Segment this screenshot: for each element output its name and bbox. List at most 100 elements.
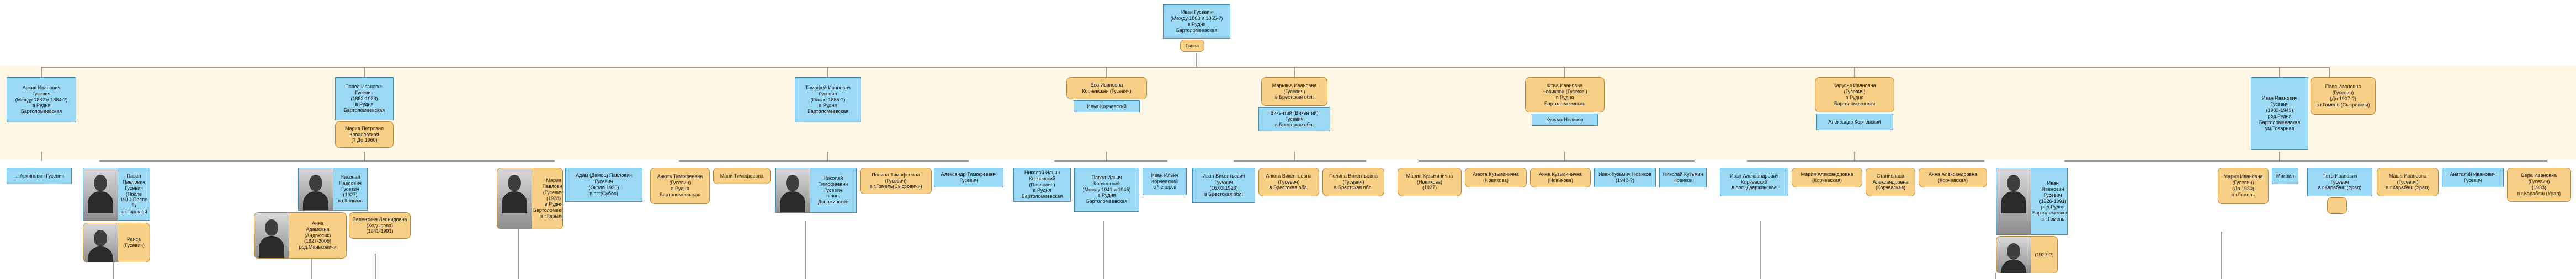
person-label: Николай Кузьмич Новиков [1663,171,1703,183]
person-card[interactable]: Николай Кузьмич Новиков [1659,168,1707,187]
person-card[interactable]: Тимофей Иванович Гусевич (После 1885-?) … [795,77,861,122]
person-card[interactable]: Адам (Дамоц) Павлович Гусевич (Около 193… [565,168,642,202]
spouse-card[interactable]: Кузьма Новиков [1532,114,1598,126]
person-card-root[interactable]: Иван Гусевич (Между 1863 и 1865-?) в Руд… [1163,4,1230,39]
person-card[interactable]: Полина Викентьевна (Гусевич) в Брестская… [1322,168,1384,196]
person-label: Иван Иванович Гусевич (1903-1943) род.Ру… [2259,95,2301,131]
person-label: Полина Тимофеевна (Гусевич) в г.Гомель(С… [869,171,922,190]
person-label: Илья Корчевский [1087,103,1127,109]
person-label: Иван Александрович Корчевский в пос. Дзе… [1729,173,1779,191]
person-label: Тимофей Иванович Гусевич (После 1885-?) … [805,84,851,115]
person-card[interactable]: Михаил [2272,168,2298,184]
person-card[interactable]: Полина Тимофеевна (Гусевич) в г.Гомель(С… [860,168,932,194]
person-card[interactable]: Станислава Александровна (Корчевская) [1866,168,1915,196]
person-card[interactable] [2327,197,2347,214]
portrait-photo [497,168,532,229]
person-card[interactable]: Мария Кузьминична (Новикова) (1927) [1398,168,1462,196]
portrait-photo [1996,168,2031,234]
person-label: Николай Павлович Гусевич (1927) в г.Калы… [338,174,363,204]
person-label: Иван Викентьевич Гусевич (16.03.1923) в … [1202,173,1245,197]
person-card[interactable]: Мани Тимофеевна [713,168,771,184]
person-card[interactable]: Маша Ивановна (Гусевич) в г.Карабаш (Ура… [2377,168,2439,196]
portrait-photo [83,223,118,262]
spouse-card[interactable]: Викентий (Викентий) Гусевич в Брестская … [1258,107,1330,131]
person-card[interactable]: Николай Ильич Корчевский (Павлович) в Ру… [1013,168,1071,202]
person-label: Иван Иванович Гусевич (1926-1991) род.Ру… [2032,180,2068,222]
person-card[interactable]: Архип Иванович Гусевич (Между 1882 и 188… [7,77,76,122]
person-card[interactable]: Иван Ильич Корчевский в Чечерск [1143,168,1187,195]
person-card[interactable]: Мария Ивановна (Гусевич) (До 1930) в г.Г… [2218,168,2269,204]
person-label: Фтиа Ивановна Новикова (Гусевич) в Рудня… [1542,83,1587,106]
person-label: Александр Корчевский [1828,119,1881,125]
person-label: Валентина Леонидовна (Ходырева) (1941-19… [352,216,407,234]
person-card-with-photo[interactable]: Иван Иванович Гусевич (1926-1991) род.Ру… [1996,168,2068,235]
person-label: Анюта Тимофеевна (Гусевич) в Рудня Барто… [657,174,703,197]
person-label: Анюта Кузьминична (Новикова) [1473,171,1519,183]
person-label: Поля Ивановна (Гусевич) (До 1907-?) в г.… [2316,84,2370,108]
person-card[interactable]: Анна Александровна (Корчевская) [1919,168,1987,187]
portrait-photo [776,168,810,212]
person-card[interactable]: Вера Ивановна (Гусевич) (1933) в г.Караб… [2507,168,2571,202]
portrait-photo [299,168,333,210]
person-label: Иван Кузьмич Новиков (1940-?) [1598,171,1651,183]
person-label: Ганна [1185,42,1199,49]
person-card-with-photo[interactable]: Анна Адамовна (Андрюсик) (1927-2006) род… [254,212,347,259]
person-card-with-photo[interactable]: (1927-?) [1996,236,2058,273]
person-card[interactable]: Иван Иванович Гусевич (1903-1943) род.Ру… [2251,77,2308,150]
person-card[interactable]: Иван Викентьевич Гусевич (16.03.1923) в … [1192,168,1255,203]
person-label: ... Архипович Гусевич [14,173,64,179]
person-card[interactable]: Анюта Тимофеевна (Гусевич) в Рудня Барто… [650,168,710,204]
person-card[interactable]: Валентина Леонидовна (Ходырева) (1941-19… [349,212,411,239]
person-card[interactable]: Павел Ильич Корчевский (Между 1941 и 194… [1074,168,1139,212]
person-label: Кузьма Новиков [1546,116,1584,122]
person-card-with-photo[interactable]: Николай Тимофеевич Гусевич в пос. Дзержи… [775,168,857,213]
person-card[interactable]: Мария Александровна (Корчевская) [1792,168,1862,187]
person-card[interactable]: Петр Иванович Гусевич в г.Карабаш (Урал) [2307,168,2372,196]
person-card[interactable]: Анюта Кузьминична (Новикова) [1465,168,1527,187]
person-label: Александр Тимофеевич Гусевич [941,171,997,183]
person-label: Викентий (Викентий) Гусевич в Брестская … [1270,110,1319,128]
person-label: Иван Гусевич (Между 1863 и 1865-?) в Руд… [1170,9,1223,33]
person-card[interactable]: Фтиа Ивановна Новикова (Гусевич) в Рудня… [1525,77,1605,112]
person-label: Мария Ивановна (Гусевич) (До 1930) в г.Г… [2223,174,2263,197]
person-card[interactable]: Иван Кузьмич Новиков (1940-?) [1594,168,1656,187]
person-card[interactable]: Иван Александрович Корчевский в пос. Дзе… [1720,168,1788,196]
person-label: Мария Петровна Ковалевская (? До 1960) [344,125,384,143]
person-card[interactable]: Марьяна Ивановна (Гусевич) в Брестская о… [1261,77,1327,106]
person-label: Павел Ильич Корчевский (Между 1941 и 194… [1082,174,1131,205]
person-label: Анатолий Иванович Гусевич [2450,171,2496,183]
portrait-photo [1996,237,2031,273]
portrait-photo [83,168,118,220]
person-card[interactable]: Анатолий Иванович Гусевич [2442,168,2504,187]
spouse-card[interactable]: Александр Корчевский [1816,114,1893,130]
person-card[interactable]: Александр Тимофеевич Гусевич [934,168,1003,187]
person-card[interactable]: Ева Ивановна Корчевская (Гусевич) [1066,77,1147,99]
person-card[interactable]: Поля Ивановна (Гусевич) (До 1907-?) в г.… [2311,77,2376,115]
spouse-card-root[interactable]: Ганна [1180,40,1204,52]
person-card[interactable]: Анна Кузьминична (Новикова) [1530,168,1591,187]
person-card-with-photo[interactable]: Павел Павлович Гусевич (После 1910-После… [83,168,150,221]
person-label: Петр Иванович Гусевич в г.Карабаш (Урал) [2318,173,2362,191]
spouse-card[interactable]: Илья Корчевский [1074,100,1140,112]
person-label: Павел Иванович Гусевич (1883-1928) в Руд… [343,83,385,114]
person-label: Маша Ивановна (Гусевич) в г.Карабаш (Ура… [2386,173,2430,191]
person-card[interactable]: Карусья Ивановна (Гусевич) в Рудня Барто… [1815,77,1894,112]
person-card-with-photo[interactable]: Николай Павлович Гусевич (1927) в г.Калы… [298,168,368,211]
person-label: Раиса (Гусевич) [123,237,145,248]
person-card-with-photo[interactable]: Раиса (Гусевич) [83,223,150,262]
person-label: Мани Тимофеевна [720,173,764,179]
person-label: Анна Кузьминична (Новикова) [1539,171,1582,183]
person-card[interactable]: Павел Иванович Гусевич (1883-1928) в Руд… [335,77,394,120]
person-label: Вера Ивановна (Гусевич) (1933) в г.Караб… [2517,173,2561,196]
person-label: Михаил [2276,173,2295,179]
person-label: Мария Кузьминична (Новикова) (1927) [1406,173,1453,191]
person-label: Мария Павловна (Гусевич) (1928) в Рудня … [533,177,563,219]
person-card-with-photo[interactable]: Мария Павловна (Гусевич) (1928) в Рудня … [497,168,563,229]
spouse-card[interactable]: Мария Петровна Ковалевская (? До 1960) [335,121,394,148]
person-card[interactable]: ... Архипович Гусевич [7,168,72,184]
person-label: Марьяна Ивановна (Гусевич) в Брестская о… [1272,82,1317,100]
person-card[interactable]: Анюта Викентьевна (Гусевич) в Брестская … [1258,168,1319,196]
person-label: Станислава Александровна (Корчевская) [1872,173,1909,191]
